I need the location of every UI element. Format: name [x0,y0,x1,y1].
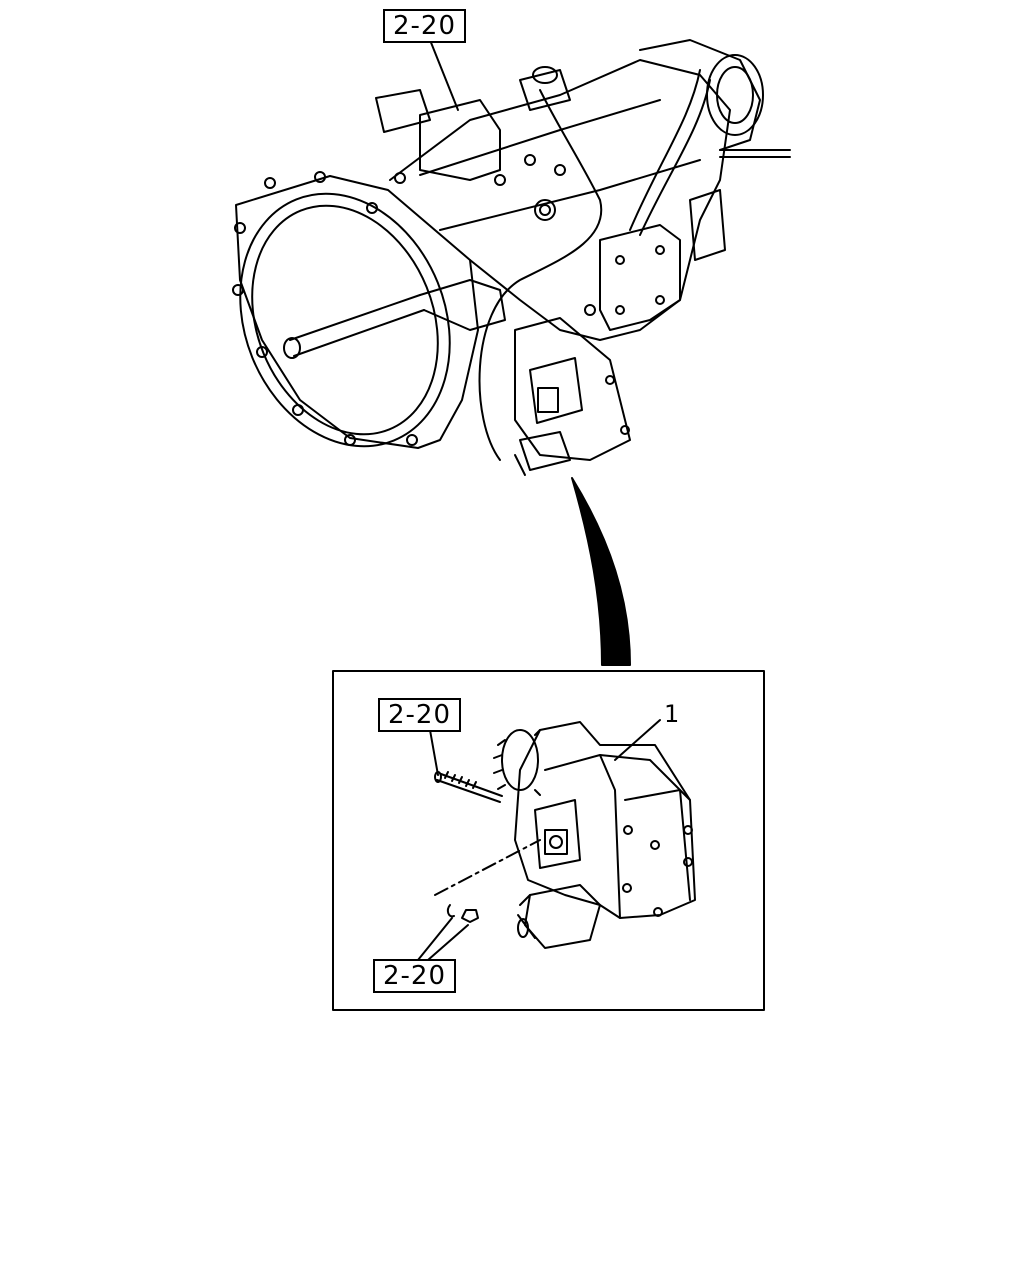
top-ref-leader [429,39,459,111]
detail-callout-arrow [571,477,631,666]
stud-bolt [429,729,503,803]
pto-unit [493,721,696,949]
part-number-label: 1 [664,700,680,728]
assembly-centerline [434,839,541,896]
top-reference-label[interactable]: 2-20 [383,9,467,43]
washer-and-nut [417,904,479,961]
part-number-leader [614,719,661,761]
detail-frame [332,670,765,1011]
nut-reference-label[interactable]: 2-20 [373,959,457,993]
stud-reference-label[interactable]: 2-20 [378,698,462,732]
transmission-assembly [232,39,791,476]
